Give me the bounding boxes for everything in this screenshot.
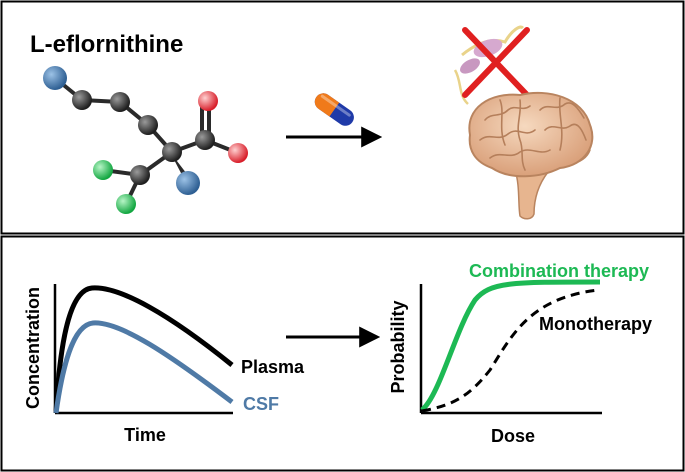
right-ylabel: Probability — [388, 300, 408, 393]
brain-icon — [468, 91, 594, 220]
fluorine-atom — [93, 160, 113, 180]
nitrogen-atom — [176, 171, 200, 195]
left-ylabel: Concentration — [23, 287, 43, 409]
bottom-panel — [0, 235, 685, 472]
fluorine-atom — [116, 194, 136, 214]
combination-curve — [420, 279, 601, 412]
carbon-atom — [110, 92, 130, 112]
csf-curve — [53, 320, 234, 414]
right-chart-axes — [419, 284, 602, 415]
plasma-label: Plasma — [241, 357, 305, 377]
plasma-curve — [53, 285, 234, 414]
cross-icon — [462, 27, 530, 98]
monotherapy-curve — [421, 288, 599, 413]
monotherapy-label: Monotherapy — [539, 314, 652, 334]
molecule-atoms — [43, 66, 248, 214]
right-xlabel: Dose — [491, 426, 535, 446]
carbon-atom — [138, 115, 158, 135]
compound-name: L-eflornithine — [30, 31, 183, 58]
nitrogen-atom — [43, 66, 67, 90]
carbon-atom — [72, 90, 92, 110]
carbon-atom — [195, 130, 215, 150]
carbon-atom — [162, 142, 182, 162]
left-xlabel: Time — [124, 425, 166, 445]
combination-label: Combination therapy — [469, 261, 649, 281]
csf-label: CSF — [243, 394, 279, 414]
oxygen-atom — [228, 143, 248, 163]
capsule-icon — [314, 93, 354, 126]
carbon-atom — [130, 165, 150, 185]
oxygen-atom — [198, 91, 218, 111]
